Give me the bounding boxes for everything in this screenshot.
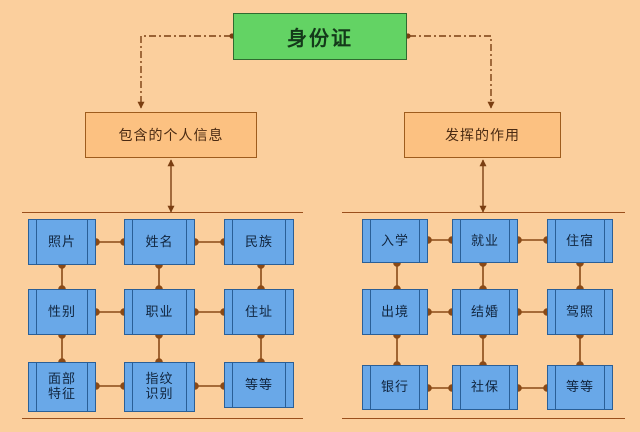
leaf-node-employment[interactable]: 就业 bbox=[452, 219, 518, 263]
leaf-node-occupation[interactable]: 职业 bbox=[124, 289, 195, 335]
branch-node-functions[interactable]: 发挥的作用 bbox=[404, 112, 561, 158]
leaf-node-label: 职业 bbox=[145, 304, 174, 320]
functions-group-top-rule bbox=[342, 212, 625, 213]
leaf-node-label: 住址 bbox=[244, 304, 273, 320]
leaf-node-label: 民族 bbox=[244, 234, 273, 250]
leaf-node-address[interactable]: 住址 bbox=[224, 289, 294, 335]
leaf-node-label: 出境 bbox=[380, 304, 409, 320]
functions-group-bottom-rule bbox=[342, 418, 625, 419]
connector-root-to-personal-info bbox=[137, 35, 231, 109]
leaf-node-marriage[interactable]: 结婚 bbox=[452, 289, 518, 335]
leaf-node-label: 指纹 识别 bbox=[145, 372, 174, 402]
branch-node-personal-info[interactable]: 包含的个人信息 bbox=[85, 112, 257, 158]
leaf-node-drivers-license[interactable]: 驾照 bbox=[547, 289, 613, 335]
leaf-node-label: 就业 bbox=[470, 233, 499, 249]
branch-node-label: 包含的个人信息 bbox=[118, 128, 224, 144]
leaf-node-lodging[interactable]: 住宿 bbox=[547, 219, 613, 263]
leaf-node-etc-right[interactable]: 等等 bbox=[547, 365, 613, 410]
leaf-node-enrollment[interactable]: 入学 bbox=[362, 219, 428, 263]
leaf-node-label: 驾照 bbox=[565, 304, 594, 320]
leaf-node-social-insurance[interactable]: 社保 bbox=[452, 365, 518, 410]
leaf-node-facial-features[interactable]: 面部 特征 bbox=[28, 362, 96, 412]
leaf-node-etc-left[interactable]: 等等 bbox=[224, 362, 294, 408]
leaf-node-ethnicity[interactable]: 民族 bbox=[224, 219, 294, 265]
leaf-node-bank[interactable]: 银行 bbox=[362, 365, 428, 410]
leaf-node-fingerprint[interactable]: 指纹 识别 bbox=[124, 362, 195, 412]
leaf-node-label: 社保 bbox=[470, 380, 499, 395]
connector-root-to-functions bbox=[409, 35, 495, 109]
leaf-node-gender[interactable]: 性别 bbox=[28, 289, 96, 335]
personal-info-group-bottom-rule bbox=[22, 418, 303, 419]
leaf-node-photo[interactable]: 照片 bbox=[28, 219, 96, 265]
leaf-node-label: 照片 bbox=[47, 234, 76, 250]
leaf-node-label: 银行 bbox=[380, 380, 409, 395]
leaf-node-label: 性别 bbox=[47, 304, 76, 320]
leaf-node-label: 入学 bbox=[380, 233, 409, 249]
leaf-node-label: 等等 bbox=[565, 380, 594, 395]
leaf-node-name[interactable]: 姓名 bbox=[124, 219, 195, 265]
leaf-node-label: 等等 bbox=[244, 377, 273, 393]
branch-node-label: 发挥的作用 bbox=[445, 128, 520, 144]
leaf-node-label: 结婚 bbox=[470, 304, 499, 320]
leaf-node-label: 住宿 bbox=[565, 233, 594, 249]
leaf-node-label: 姓名 bbox=[145, 234, 174, 250]
leaf-node-label: 面部 特征 bbox=[47, 372, 76, 402]
personal-info-group-top-rule bbox=[22, 212, 303, 213]
leaf-node-exit[interactable]: 出境 bbox=[362, 289, 428, 335]
root-node-label: 身份证 bbox=[287, 26, 353, 50]
root-node-id-card[interactable]: 身份证 bbox=[233, 13, 407, 60]
